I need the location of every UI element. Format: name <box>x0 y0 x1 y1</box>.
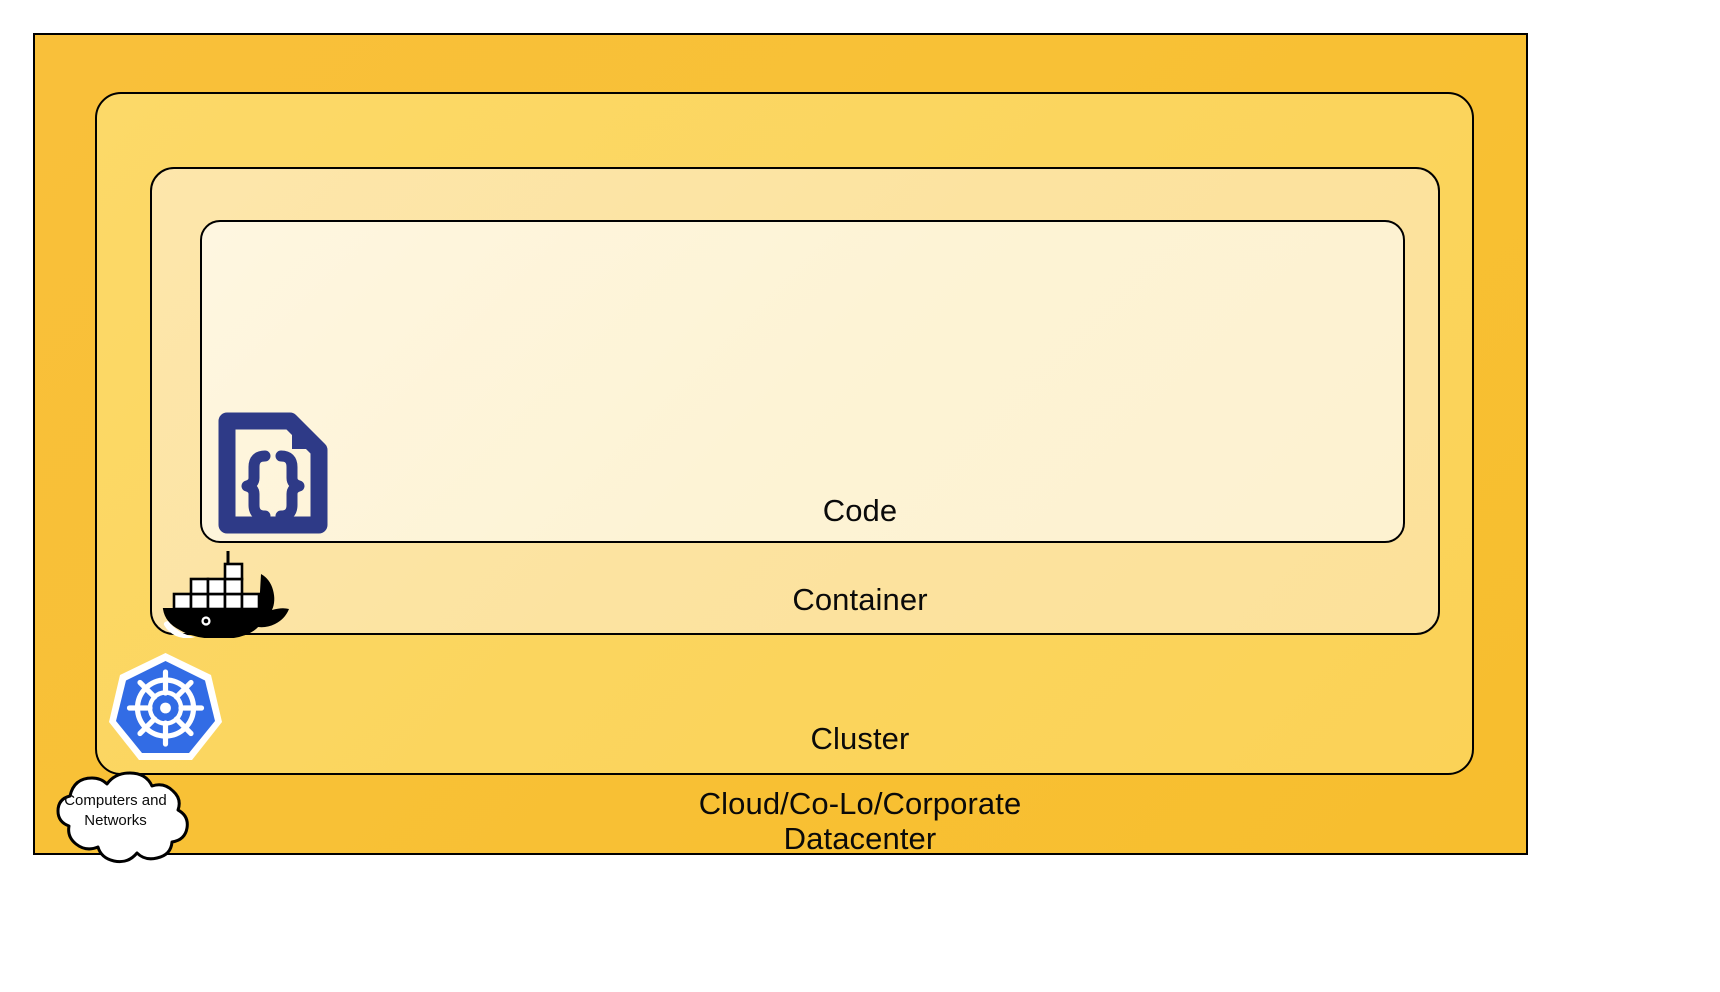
layer-label-container: Container <box>792 582 928 617</box>
layer-box-code <box>200 220 1405 543</box>
docker-whale-icon <box>158 546 298 640</box>
layer-label-datacenter: Cloud/Co-Lo/Corporate Datacenter <box>698 786 1022 856</box>
kubernetes-icon <box>108 650 223 765</box>
json-code-document-icon <box>218 412 328 534</box>
layer-label-cluster: Cluster <box>810 721 910 756</box>
cloud-callout-icon <box>28 768 203 872</box>
layer-label-code: Code <box>822 493 898 528</box>
